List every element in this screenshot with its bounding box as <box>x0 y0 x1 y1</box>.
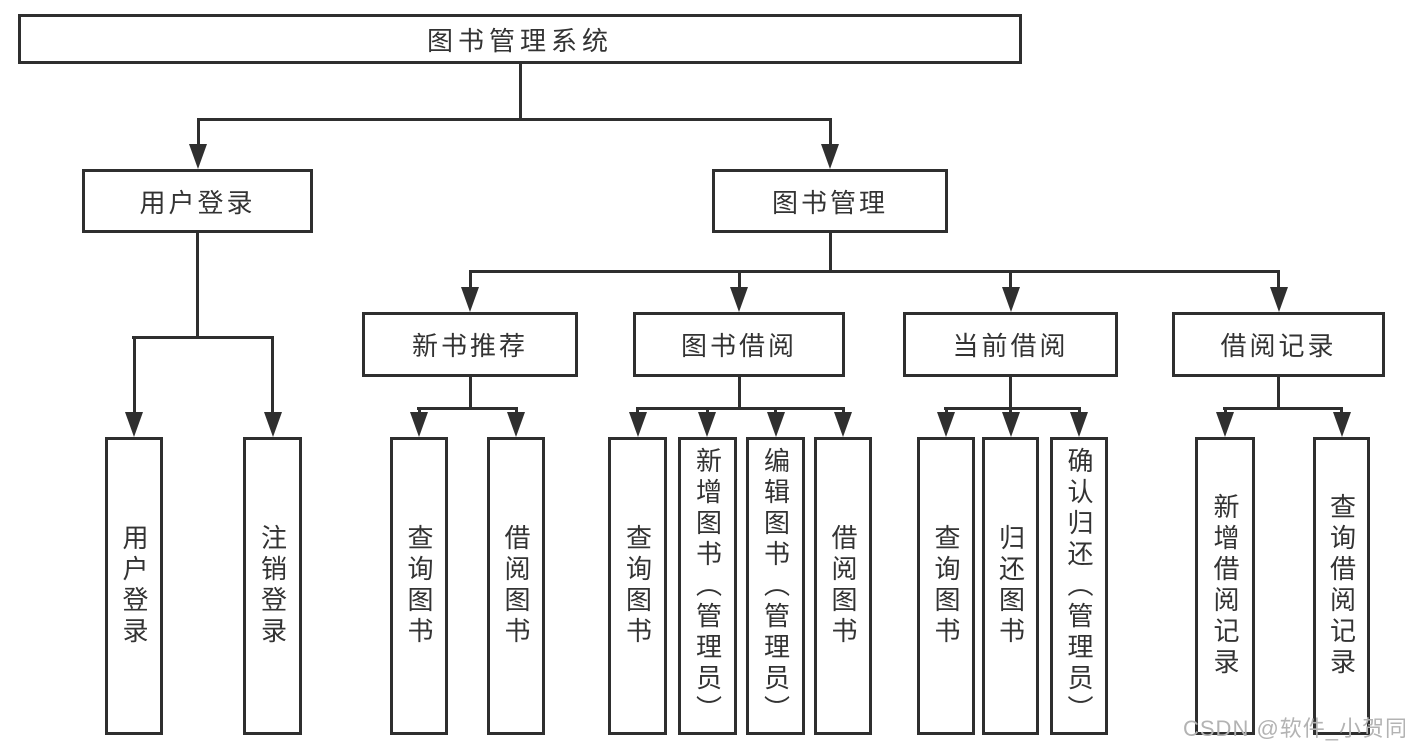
connector-stem <box>515 407 518 414</box>
connector-level2-branch <box>197 118 832 121</box>
node-borrow-borrow-books: 借阅图书 <box>814 437 872 735</box>
connector-user-login-stub <box>196 231 199 338</box>
node-user-login-leaf-label: 用户登录 <box>119 524 149 648</box>
node-borrowing-records: 借阅记录 <box>1172 312 1385 377</box>
connector-stem <box>1340 407 1343 414</box>
node-borrow-borrow-books-label: 借阅图书 <box>828 524 858 648</box>
connector-stem <box>1224 407 1227 414</box>
connector-stub <box>469 377 472 409</box>
connector-root-stub <box>519 62 522 120</box>
watermark: CSDN @软件_小贺同学 <box>1183 716 1405 741</box>
node-user-login-label: 用户登录 <box>139 187 256 218</box>
node-current-confirm-return-admin-label: 确认归还（管理员） <box>1064 446 1094 726</box>
node-recommend-query-books: 查询图书 <box>390 437 448 735</box>
node-recommend-borrow-books-label: 借阅图书 <box>501 524 531 648</box>
arrowhead-down-icon <box>410 412 428 437</box>
node-logout-label: 注销登录 <box>257 524 288 648</box>
connector-user-login-branch <box>132 336 274 339</box>
connector-branch <box>417 407 518 410</box>
connector-stem <box>418 407 421 414</box>
node-borrow-add-books-admin: 新增图书（管理员） <box>678 437 737 735</box>
connector-stub <box>1277 377 1280 409</box>
connector-stem <box>738 270 741 289</box>
node-user-login: 用户登录 <box>82 169 313 233</box>
arrowhead-down-icon <box>767 412 785 437</box>
node-borrow-edit-books-admin-label: 编辑图书（管理员） <box>760 446 791 726</box>
arrowhead-down-icon <box>1002 412 1020 437</box>
node-book-borrowing-label: 图书借阅 <box>680 331 797 361</box>
node-borrow-add-books-admin-label: 新增图书（管理员） <box>692 446 723 726</box>
connector-stem <box>774 407 777 414</box>
node-book-borrowing: 图书借阅 <box>633 312 845 377</box>
node-user-login-leaf: 用户登录 <box>105 437 163 735</box>
arrowhead-down-icon <box>698 412 716 437</box>
node-borrowing-records-label: 借阅记录 <box>1220 331 1337 361</box>
connector-stem <box>842 407 845 414</box>
arrowhead-down-icon <box>1216 412 1234 437</box>
node-logout: 注销登录 <box>243 437 302 735</box>
node-new-book-recommendation-label: 新书推荐 <box>411 331 528 361</box>
connector-stem <box>1277 270 1280 289</box>
arrowhead-down-icon <box>730 287 748 312</box>
arrowhead-down-icon <box>834 412 852 437</box>
node-borrow-query-books: 查询图书 <box>608 437 667 735</box>
arrowhead-down-icon <box>125 412 143 437</box>
arrowhead-down-icon <box>1270 287 1288 312</box>
connector-book-mgmt-stub <box>829 231 832 272</box>
arrowhead-down-icon <box>264 412 282 437</box>
connector-stub <box>738 377 741 409</box>
node-records-query-record-label: 查询借阅记录 <box>1326 493 1357 679</box>
connector-stem <box>469 270 472 289</box>
node-current-confirm-return-admin: 确认归还（管理员） <box>1050 437 1108 735</box>
connector-stem <box>1009 407 1012 414</box>
connector-stem <box>945 407 948 414</box>
arrowhead-down-icon <box>1070 412 1088 437</box>
node-recommend-borrow-books: 借阅图书 <box>487 437 545 735</box>
arrowhead-down-icon <box>1333 412 1351 437</box>
node-records-query-record: 查询借阅记录 <box>1313 437 1370 735</box>
node-borrow-edit-books-admin: 编辑图书（管理员） <box>746 437 805 735</box>
connector-branch <box>944 407 1080 410</box>
node-recommend-query-books-label: 查询图书 <box>404 524 434 648</box>
arrowhead-down-icon <box>629 412 647 437</box>
connector-stem <box>197 118 200 146</box>
connector-branch <box>1223 407 1343 410</box>
connector-level3-branch <box>469 270 1280 273</box>
node-current-borrowing: 当前借阅 <box>903 312 1118 377</box>
arrowhead-down-icon <box>189 144 207 169</box>
connector-stem <box>636 407 639 414</box>
node-current-query-books: 查询图书 <box>917 437 975 735</box>
node-root-system-label: 图书管理系统 <box>426 25 613 56</box>
connector-stem <box>706 407 709 414</box>
connector-stub <box>1009 377 1012 409</box>
node-root-system: 图书管理系统 <box>18 14 1022 64</box>
connector-stem <box>133 336 136 414</box>
connector-branch <box>636 407 844 410</box>
arrowhead-down-icon <box>461 287 479 312</box>
node-book-management: 图书管理 <box>712 169 948 233</box>
node-records-add-record: 新增借阅记录 <box>1195 437 1255 735</box>
arrowhead-down-icon <box>1002 287 1020 312</box>
connector-stem <box>829 118 832 146</box>
node-borrow-query-books-label: 查询图书 <box>622 524 653 648</box>
arrowhead-down-icon <box>821 144 839 169</box>
node-current-borrowing-label: 当前借阅 <box>952 331 1069 361</box>
node-current-return-books-label: 归还图书 <box>995 524 1026 648</box>
arrowhead-down-icon <box>937 412 955 437</box>
node-current-query-books-label: 查询图书 <box>931 524 961 648</box>
connector-stem <box>1009 270 1012 289</box>
connector-stem <box>271 336 274 414</box>
node-current-return-books: 归还图书 <box>982 437 1039 735</box>
node-book-management-label: 图书管理 <box>771 187 888 218</box>
node-new-book-recommendation: 新书推荐 <box>362 312 578 377</box>
connector-stem <box>1078 407 1081 414</box>
node-records-add-record-label: 新增借阅记录 <box>1210 493 1240 679</box>
arrowhead-down-icon <box>507 412 525 437</box>
